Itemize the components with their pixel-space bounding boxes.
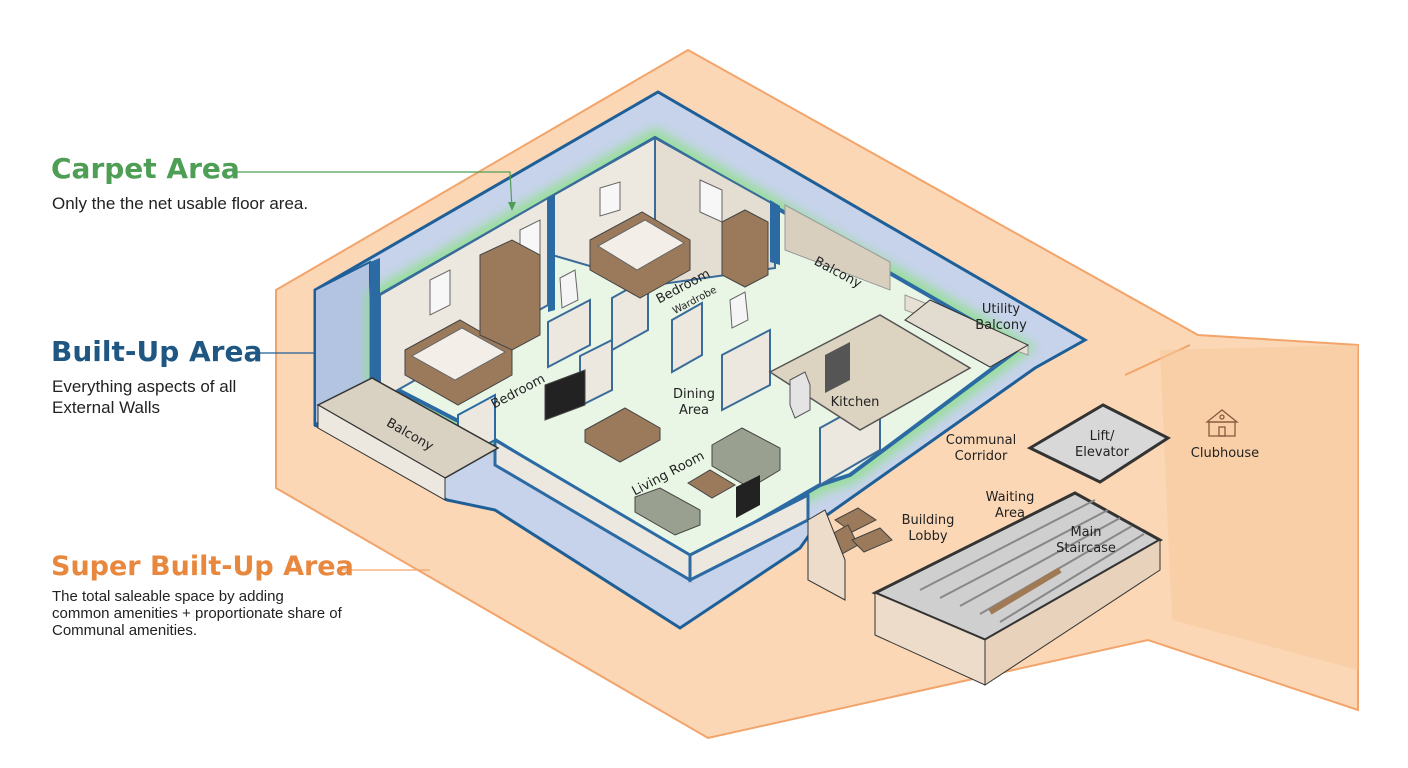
label-clubhouse: Clubhouse: [1191, 446, 1259, 461]
built-up-area-title: Built-Up Area: [51, 335, 263, 368]
label-staircase-2: Staircase: [1056, 541, 1116, 556]
label-lift-2: Elevator: [1075, 445, 1130, 460]
label-dining-1: Dining: [673, 387, 715, 402]
label-staircase-1: Main: [1070, 525, 1101, 540]
clubhouse-icon: [1205, 409, 1239, 437]
label-corridor-1: Communal: [946, 433, 1016, 448]
furniture: [404, 209, 893, 556]
label-waiting-2: Area: [995, 506, 1025, 521]
label-dining-2: Area: [679, 403, 709, 418]
label-lobby-1: Building: [902, 513, 955, 528]
lift-shape: [1026, 403, 1172, 484]
leader-lines: [232, 171, 516, 571]
super-built-up-area-title: Super Built-Up Area: [51, 551, 354, 582]
label-kitchen: Kitchen: [831, 395, 880, 410]
label-corridor-2: Corridor: [955, 449, 1008, 464]
label-utility-balcony-1: Utility: [982, 302, 1021, 317]
label-lift-1: Lift/: [1090, 429, 1115, 444]
lobby-wall: [807, 509, 846, 601]
staircase-shape: [871, 491, 1164, 686]
super-built-up-area-description: The total saleable space by adding commo…: [52, 588, 342, 639]
balcony-left-shape: [316, 377, 500, 501]
label-utility-balcony-2: Balcony: [975, 318, 1027, 333]
built-up-area-description: Everything aspects of all External Walls: [52, 377, 237, 417]
label-waiting-1: Waiting: [986, 490, 1035, 505]
carpet-area-title: Carpet Area: [51, 152, 240, 185]
carpet-area-description: Only the the net usable floor area.: [52, 194, 309, 213]
balcony-utility-shape: [904, 299, 1030, 368]
label-lobby-2: Lobby: [908, 529, 947, 544]
